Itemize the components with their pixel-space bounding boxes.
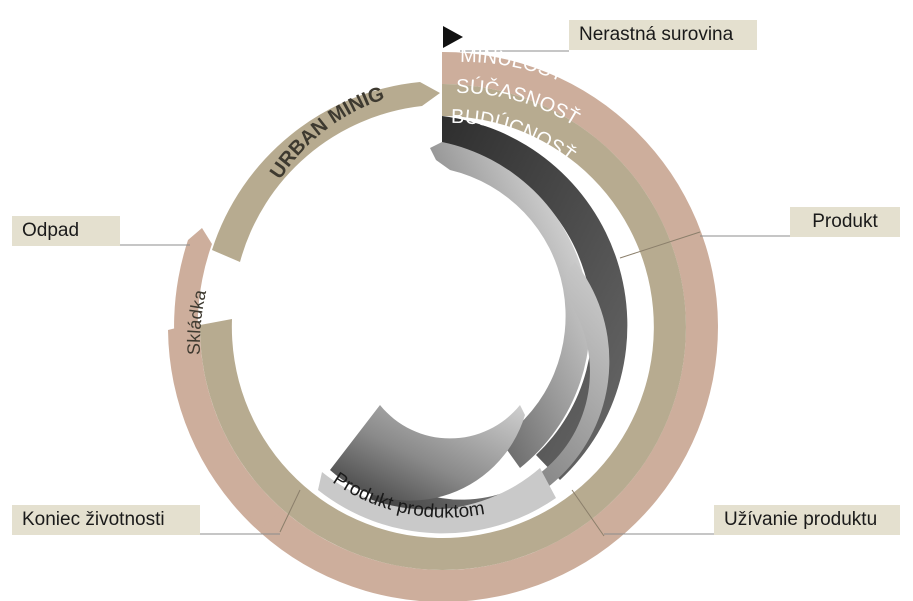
stage-label-raw-material: Nerastná surovina [569, 20, 757, 50]
urban-mining-band [212, 82, 440, 262]
start-flag-icon [443, 26, 463, 48]
ring-future-inner [430, 142, 590, 468]
stage-label-usage: Užívanie produktu [714, 505, 900, 535]
landfill-band [174, 228, 282, 528]
stage-label-end-of-life: Koniec životnosti [12, 505, 200, 535]
segment-dividers [279, 231, 701, 537]
ring-future [442, 116, 628, 480]
stage-label-waste: Odpad [12, 216, 120, 246]
urban-mining-label: URBAN MINIG [266, 83, 387, 183]
stage-label-product: Produkt [790, 207, 900, 237]
product-to-product-band [318, 468, 556, 534]
spiral-arc-2 [330, 405, 525, 501]
